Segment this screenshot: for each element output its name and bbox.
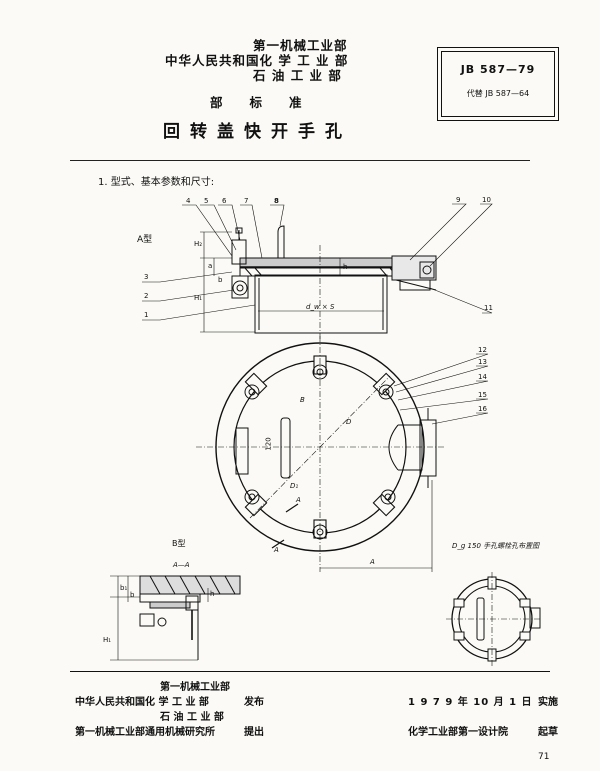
standard-number: JB 587—79 <box>460 63 536 76</box>
callout-4: 4 <box>186 197 191 205</box>
callout-13: 13 <box>478 358 487 366</box>
small-bolt-layout <box>446 572 541 666</box>
footer-draft: 起草 <box>538 727 558 738</box>
dim-a: a <box>208 262 213 270</box>
dim-b-h1: H₁ <box>103 636 112 644</box>
callout-16: 16 <box>478 405 487 413</box>
section-a-a-label: A—A <box>173 561 190 569</box>
dim-b: b <box>218 276 223 284</box>
footer-issuer-1: 第一机械工业部 <box>160 682 230 693</box>
figure-plan-view <box>196 336 489 572</box>
footer-propose: 提出 <box>244 727 264 738</box>
figure-b-type-label: B型 <box>172 539 186 548</box>
dim-b-b1: b₁ <box>120 584 128 592</box>
footer-implement: 实施 <box>538 697 558 708</box>
dim-h1: H₁ <box>194 294 203 302</box>
callout-6: 6 <box>222 197 227 205</box>
footer-publish: 发布 <box>244 697 264 708</box>
callout-14: 14 <box>478 373 487 381</box>
plan-label-120: 120 <box>264 437 273 451</box>
replaces-standard: 代替 JB 587—64 <box>466 89 530 98</box>
department-standard: 部标准 <box>210 95 329 110</box>
footer-date: 1 9 7 9 年 10 月 1 日 <box>408 697 533 708</box>
header-rule <box>70 160 530 161</box>
callout-15: 15 <box>478 391 487 399</box>
dim-b-h: h <box>210 590 215 598</box>
figure-a-type-label: A型 <box>137 235 153 245</box>
dim-h: h <box>343 263 348 271</box>
callout-8: 8 <box>274 197 279 205</box>
callout-1: 1 <box>144 311 149 319</box>
page-number: 71 <box>538 752 550 762</box>
callout-7: 7 <box>244 197 249 205</box>
callout-11: 11 <box>484 304 493 312</box>
footer-drafter: 化学工业部第一设计院 <box>408 727 508 738</box>
standard-number-box: JB 587—79 代替 JB 587—64 <box>437 47 559 121</box>
section-1-heading: 1. 型式、基本参数和尺寸: <box>98 177 215 188</box>
plan-label-b: B <box>300 396 305 404</box>
dim-dw-s: d_w × S <box>306 303 335 311</box>
header-issuer-1: 第一机械工业部 <box>253 38 348 53</box>
plan-dim-a: A <box>370 558 375 566</box>
dim-h2: H₂ <box>194 240 203 248</box>
header-issuer-3: 石 油 工 业 部 <box>253 68 342 83</box>
plan-arrow-a: A <box>274 546 279 554</box>
callout-9: 9 <box>456 196 461 204</box>
callout-10: 10 <box>482 196 491 204</box>
document-title: 回转盖快开手孔 <box>163 122 352 142</box>
dim-b-b: b <box>130 591 135 599</box>
footer-issuer-3: 石 油 工 业 部 <box>160 712 224 723</box>
bolt-layout-caption: D_g 150 手孔螺栓孔布置图 <box>452 542 540 550</box>
footer-issuer-2: 中华人民共和国化 学 工 业 部 <box>75 697 209 708</box>
callout-12: 12 <box>478 346 487 354</box>
callout-5: 5 <box>204 197 209 205</box>
plan-section-a: A <box>296 496 301 504</box>
plan-label-d: D <box>346 418 352 426</box>
figure-b-section <box>110 575 241 661</box>
figure-a-section <box>142 203 493 340</box>
header-issuer-2: 中华人民共和国化 学 工 业 部 <box>165 53 349 68</box>
footer-rule <box>70 671 550 672</box>
footer-issuer-4: 第一机械工业部通用机械研究所 <box>75 727 215 738</box>
plan-label-d1: D₁ <box>290 482 299 490</box>
callout-3: 3 <box>144 273 149 281</box>
callout-2: 2 <box>144 292 149 300</box>
